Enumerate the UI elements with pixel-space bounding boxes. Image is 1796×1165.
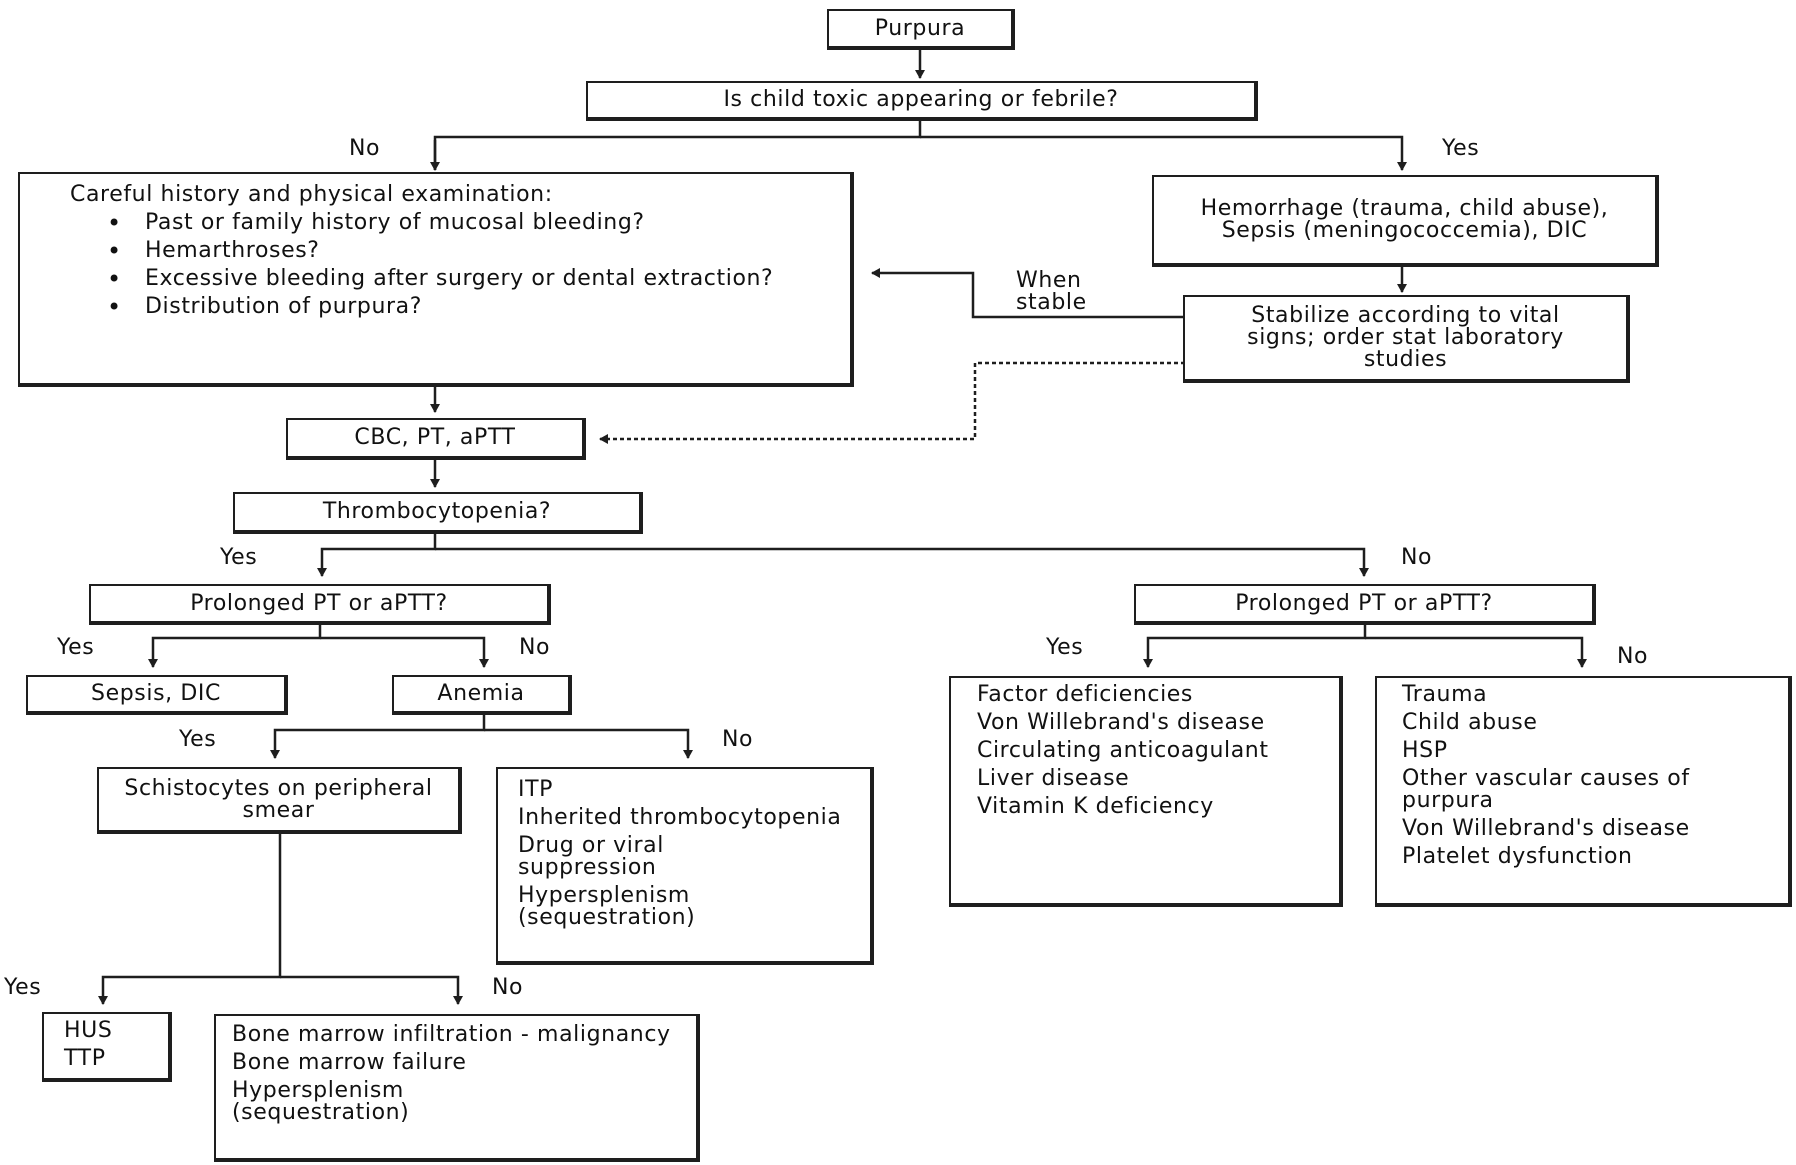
factor-list: Factor deficiencies Von Willebrand's dis… [977,684,1319,818]
stabilize-node-text: Stabilize according to vital signs; orde… [1247,303,1564,372]
edge-label-left-no: No [519,635,551,660]
edge-label-anemia-yes: Yes [179,727,217,752]
marrow-list-node: Bone marrow infiltration - malignancy Bo… [214,1014,700,1162]
hemorrhage-node: Hemorrhage (trauma, child abuse), Sepsis… [1152,175,1659,267]
trauma-list-node: Trauma Child abuse HSP Other vascular ca… [1375,676,1792,907]
prolonged-left-node-text: Prolonged PT or aPTT? [190,590,448,616]
thrombocytopenia-node-text: Thrombocytopenia? [322,499,552,524]
itp-list-item: Inherited thrombocytopenia [518,805,842,830]
edge-stabilize-to-labs [599,361,1185,444]
marrow-list-item: Hypersplenism (sequestration) [232,1078,410,1125]
itp-list: ITP Inherited thrombocytopenia Drug or v… [518,779,862,929]
edge-right-prolonged-split [1143,623,1367,668]
hus-list-node: HUS TTP [42,1012,172,1082]
factor-list-item: Liver disease [977,766,1130,791]
purpura-node-text: Purpura [874,15,966,41]
itp-list-item: ITP [518,777,553,802]
thrombocytopenia-node: Thrombocytopenia? [233,492,643,534]
edge-schisto-split [98,832,282,1005]
hemorrhage-node-text: Hemorrhage (trauma, child abuse), Sepsis… [1200,196,1609,243]
trauma-list-item: HSP [1402,738,1448,763]
toxic-question-node: Is child toxic appearing or febrile? [586,81,1258,121]
edge-left-prolonged-split [148,623,322,668]
stabilize-node: Stabilize according to vital signs; orde… [1183,295,1630,383]
prolonged-right-node: Prolonged PT or aPTT? [1134,584,1596,625]
trauma-list-item: Trauma [1402,682,1488,707]
edge-thrombo-split [317,533,437,577]
marrow-list-item: Bone marrow infiltration - malignancy [232,1022,671,1047]
edge-anemia-split [270,714,486,759]
factor-list-item: Circulating anticoagulant [977,738,1269,763]
prolonged-right-node-text: Prolonged PT or aPTT? [1235,590,1493,616]
sepsis-dic-node: Sepsis, DIC [26,675,288,715]
purpura-node: Purpura [827,9,1015,50]
edge-label-toxic-yes: Yes [1442,136,1480,161]
marrow-list: Bone marrow infiltration - malignancy Bo… [232,1024,688,1124]
hus-list: HUS TTP [64,1020,168,1070]
history-item: Hemarthroses? [50,240,822,263]
edge-label-right-yes: Yes [1046,635,1084,660]
factor-list-item: Von Willebrand's disease [977,710,1265,735]
edge-label-schisto-no: No [492,975,524,1000]
history-heading: Careful history and physical examination… [70,182,553,207]
schistocytes-node-text: Schistocytes on peripheral smear [124,775,433,823]
itp-list-item: Drug or viral suppression [518,833,664,880]
edge-label-when-stable: When stable [1016,268,1087,315]
toxic-question-node-text: Is child toxic appearing or febrile? [723,87,1119,112]
factor-list-item: Vitamin K deficiency [977,794,1214,819]
marrow-list-item: Bone marrow failure [232,1050,467,1075]
factor-list-node: Factor deficiencies Von Willebrand's dis… [949,676,1343,907]
trauma-list-item: Platelet dysfunction [1402,844,1633,869]
edge-when-stable [871,268,1185,319]
labs-node-text: CBC, PT, aPTT [354,425,516,450]
schistocytes-node: Schistocytes on peripheral smear [97,767,462,834]
history-item: Excessive bleeding after surgery or dent… [50,268,822,291]
hus-list-item: TTP [64,1046,106,1071]
factor-list-item: Factor deficiencies [977,682,1193,707]
edge-label-toxic-no: No [349,136,381,161]
anemia-node-text: Anemia [437,681,525,706]
edge-label-left-yes: Yes [57,635,95,660]
prolonged-left-node: Prolonged PT or aPTT? [89,584,551,625]
edge-label-right-no: No [1617,644,1649,669]
edge-label-anemia-no: No [722,727,754,752]
sepsis-dic-node-text: Sepsis, DIC [91,681,221,706]
edge-label-schisto-yes: Yes [4,975,42,1000]
trauma-list: Trauma Child abuse HSP Other vascular ca… [1402,684,1778,868]
history-item: Past or family history of mucosal bleedi… [50,212,822,235]
hus-list-item: HUS [64,1018,113,1043]
labs-node: CBC, PT, aPTT [286,418,586,460]
anemia-node: Anemia [392,675,572,715]
history-list: Past or family history of mucosal bleedi… [50,212,822,319]
itp-list-node: ITP Inherited thrombocytopenia Drug or v… [496,767,874,965]
itp-list-item: Hypersplenism (sequestration) [518,883,696,930]
trauma-list-item: Other vascular causes of purpura [1402,766,1690,813]
trauma-list-item: Child abuse [1402,710,1538,735]
edge-question-split [433,118,922,170]
history-node: Careful history and physical examination… [18,172,854,387]
history-item: Distribution of purpura? [50,296,822,319]
edge-label-thrombo-no: No [1401,545,1433,570]
edge-label-thrombo-yes: Yes [220,545,258,570]
trauma-list-item: Von Willebrand's disease [1402,816,1690,841]
